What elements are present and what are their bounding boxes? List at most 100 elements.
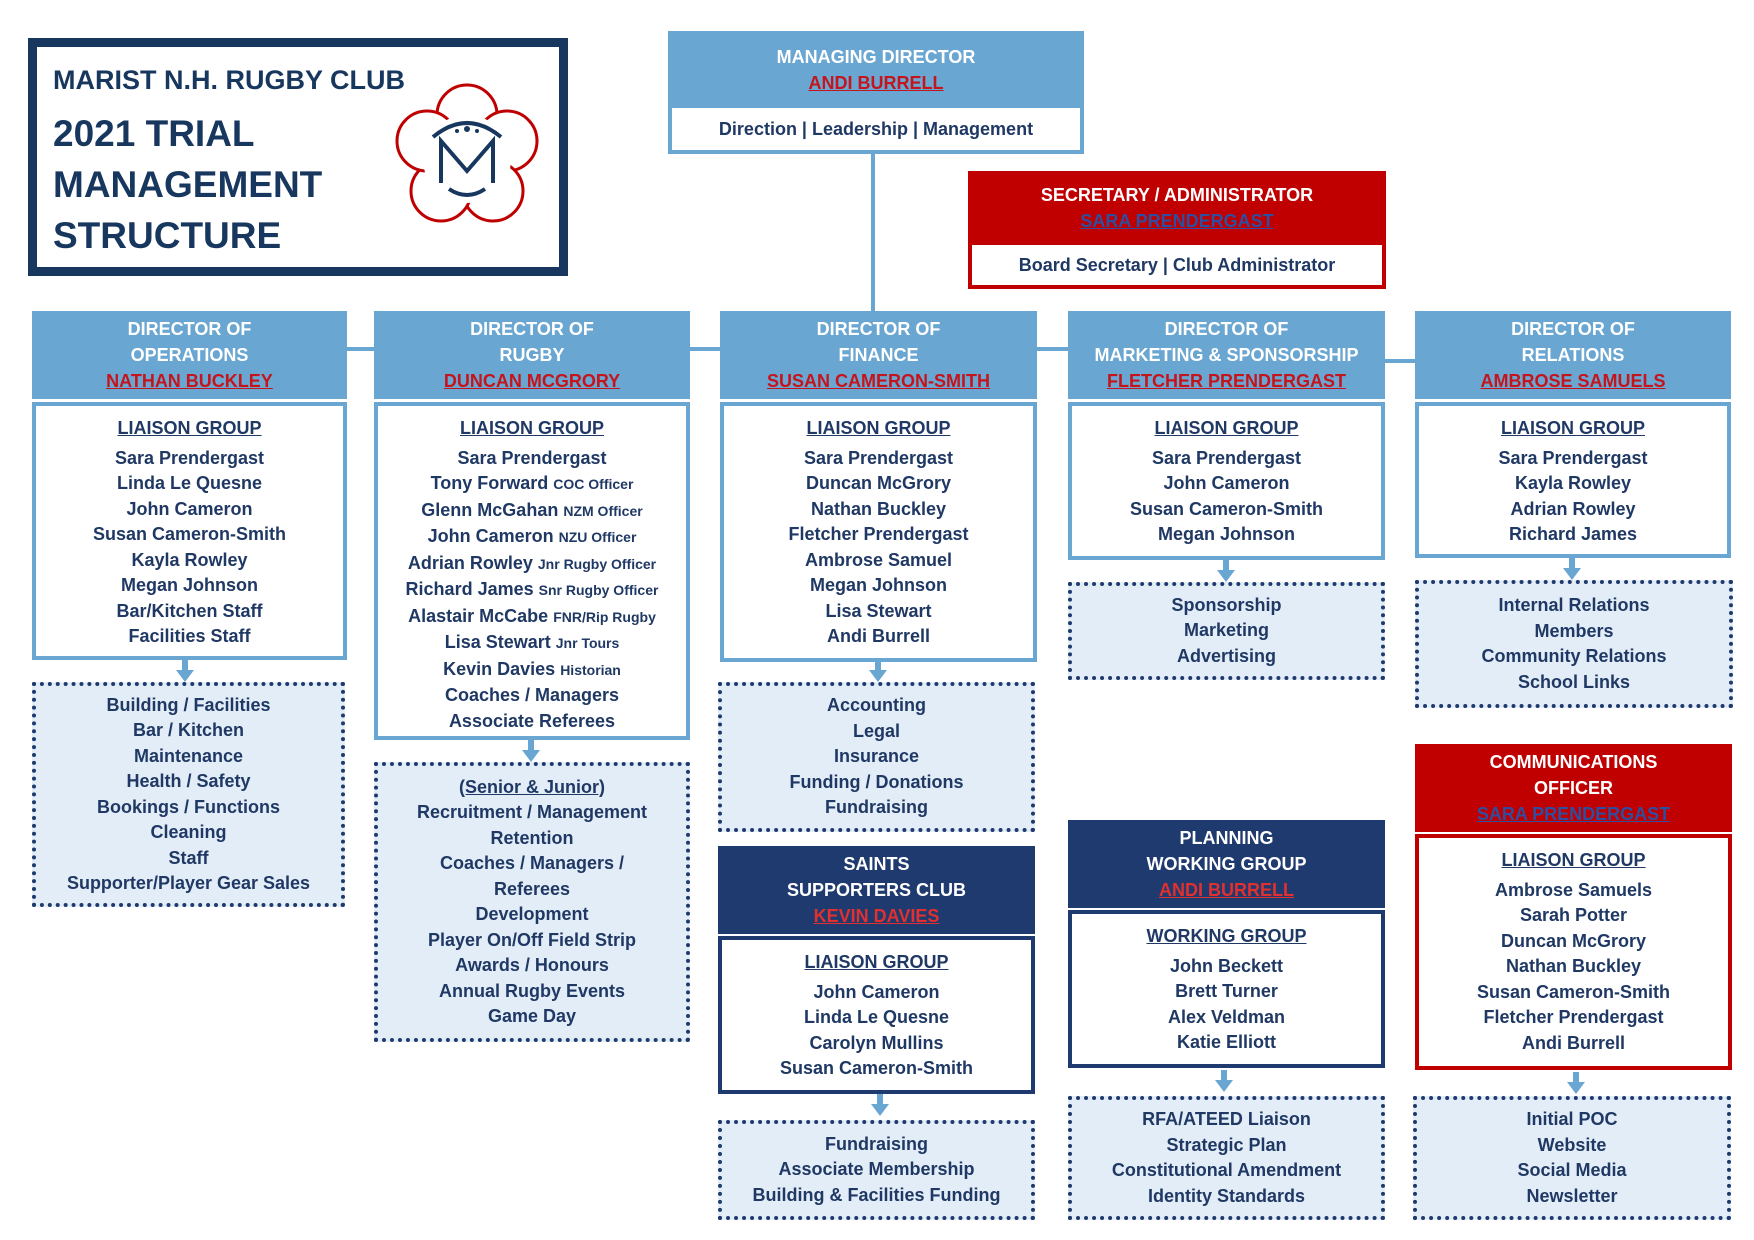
group-title-line: OFFICER [1534, 778, 1613, 798]
liaison-member: John Cameron [126, 498, 253, 519]
liaison-member: Glenn McGahan NZM Officer [378, 498, 686, 525]
responsibility-item: Player On/Off Field Strip [427, 929, 637, 950]
planning-working-group-header: PLANNING WORKING GROUP ANDI BURRELL [1068, 820, 1385, 908]
liaison-heading: LIAISON GROUP [1154, 418, 1299, 438]
arrow-ops [176, 660, 194, 682]
liaison-member: Megan Johnson [120, 575, 258, 595]
planning-working-group-members: WORKING GROUP John Beckett Brett Turner … [1068, 910, 1385, 1068]
responsibility-item: Community Relations [1481, 646, 1667, 666]
member-name: Alastair McCabe [408, 605, 549, 626]
liaison-member: Andi Burrell [1521, 1032, 1625, 1053]
liaison-member: Susan Cameron-Smith [779, 1058, 974, 1078]
liaison-member: Sara Prendergast [378, 446, 686, 472]
responsibility-item: Recruitment / Management [416, 802, 648, 822]
liaison-member: Nathan Buckley [1505, 956, 1642, 976]
director-title-line: DIRECTOR OF [1164, 319, 1289, 339]
director-title-line: DIRECTOR OF [127, 319, 252, 339]
liaison-member: Alastair McCabe FNR/Rip Rugby [378, 604, 686, 631]
secretary-duties: Board Secretary | Club Administrator [968, 245, 1386, 289]
liaison-member: Kayla Rowley [1514, 473, 1632, 493]
member-name: Lisa Stewart [444, 632, 551, 652]
club-crest-logo [395, 83, 539, 223]
liaison-heading: LIAISON GROUP [1501, 850, 1646, 870]
member-name: Kevin Davies [443, 658, 556, 679]
member-role: Jnr Rugby Officer [537, 555, 657, 572]
member-role: COC Officer [553, 476, 634, 492]
director-name: FLETCHER PRENDERGAST [1106, 371, 1346, 391]
group-title-line: SAINTS [843, 854, 910, 874]
director-department: MARKETING & SPONSORSHIP [1094, 345, 1359, 365]
liaison-member: Andi Burrell [826, 626, 930, 646]
arrow-marketing [1217, 560, 1235, 582]
saints-liaison-group: LIAISON GROUP John Cameron Linda Le Ques… [718, 936, 1035, 1094]
responsibility-item: Marketing [1183, 620, 1270, 641]
responsibility-item: Health / Safety [126, 771, 251, 791]
member-role: NZM Officer [563, 502, 643, 519]
responsibility-item: Identity Standards [1147, 1185, 1306, 1206]
director-name: DUNCAN MCGRORY [443, 371, 621, 391]
responsibility-item: Initial POC [1526, 1109, 1618, 1129]
rugby-responsibilities: (Senior & Junior) Recruitment / Manageme… [374, 762, 690, 1042]
director-name: NATHAN BUCKLEY [106, 371, 273, 391]
secretary-name: SARA PRENDERGAST [1080, 211, 1274, 231]
liaison-heading: LIAISON GROUP [459, 418, 604, 438]
liaison-member: Sara Prendergast [1151, 447, 1302, 468]
liaison-heading: LIAISON GROUP [117, 418, 262, 438]
responsibility-item: Legal [852, 720, 900, 741]
managing-director-header: MANAGING DIRECTOR ANDI BURRELL [668, 31, 1084, 108]
liaison-heading: LIAISON GROUP [804, 952, 949, 972]
liaison-member: John Cameron [1163, 473, 1290, 493]
rugby-liaison-group: LIAISON GROUP Sara Prendergast Tony Forw… [374, 402, 690, 740]
liaison-member: Adrian Rowley Jnr Rugby Officer [378, 551, 686, 578]
communications-responsibilities: Initial POC Website Social Media Newslet… [1413, 1096, 1731, 1220]
communications-liaison-group: LIAISON GROUP Ambrose Samuels Sarah Pott… [1415, 834, 1732, 1070]
member-role: Historian [560, 661, 621, 678]
liaison-member: Katie Elliott [1176, 1032, 1276, 1052]
group-title-line: PLANNING [1179, 828, 1274, 848]
liaison-member: Tony Forward COC Officer [378, 471, 686, 498]
liaison-member: Lisa Stewart Jnr Tours [378, 630, 686, 657]
responsibility-item: Development [475, 904, 589, 924]
director-department: RELATIONS [1521, 345, 1625, 365]
title-line-2: MANAGEMENT [53, 164, 323, 205]
arrow-relations [1563, 558, 1581, 580]
member-role: Snr Rugby Officer [538, 582, 659, 598]
responsibility-item: Newsletter [1526, 1185, 1618, 1206]
member-name: Tony Forward [430, 473, 549, 493]
responsibility-item: Strategic Plan [1166, 1134, 1287, 1155]
liaison-member: Associate Referees [378, 709, 686, 735]
responsibility-item: Advertising [1176, 645, 1277, 666]
liaison-member: Richard James [1508, 524, 1638, 544]
liaison-member: Sarah Potter [1519, 905, 1628, 925]
member-name: Associate Referees [448, 710, 616, 731]
group-lead-name: KEVIN DAVIES [813, 906, 940, 926]
responsibility-item: Retention [490, 827, 574, 848]
planning-responsibilities: RFA/ATEED Liaison Strategic Plan Constit… [1068, 1096, 1385, 1220]
member-name: Coaches / Managers [444, 685, 620, 705]
responsibility-item: Fundraising [825, 797, 928, 818]
arrow-comms [1567, 1072, 1585, 1094]
liaison-member: Alex Veldman [1167, 1006, 1286, 1027]
secretary-title: SECRETARY / ADMINISTRATOR [1040, 185, 1314, 205]
responsibility-item: Annual Rugby Events [438, 980, 626, 1001]
liaison-member: Facilities Staff [128, 626, 251, 646]
responsibility-item: Awards / Honours [455, 955, 609, 975]
responsibility-item: Bookings / Functions [97, 796, 280, 817]
responsibility-item: Fundraising [825, 1133, 928, 1154]
liaison-member: Coaches / Managers [378, 683, 686, 709]
operations-responsibilities: Building / Facilities Bar / Kitchen Main… [32, 682, 345, 907]
liaison-member: Megan Johnson [1157, 524, 1295, 544]
responsibility-item: RFA/ATEED Liaison [1142, 1109, 1311, 1129]
liaison-member: Linda Le Quesne [116, 473, 263, 493]
member-role: NZU Officer [558, 529, 637, 545]
liaison-member: Ambrose Samuel [804, 549, 953, 570]
md-name: ANDI BURRELL [808, 72, 944, 93]
liaison-member: Sara Prendergast [114, 447, 265, 468]
liaison-member: Fletcher Prendergast [1483, 1007, 1664, 1027]
responsibility-item: Maintenance [133, 745, 244, 766]
responsibility-item: Accounting [827, 695, 926, 716]
liaison-member: Sara Prendergast [1498, 447, 1648, 468]
liaison-member: Sara Prendergast [803, 447, 954, 468]
director-relations-header: DIRECTOR OF RELATIONS AMBROSE SAMUELS [1415, 311, 1731, 399]
